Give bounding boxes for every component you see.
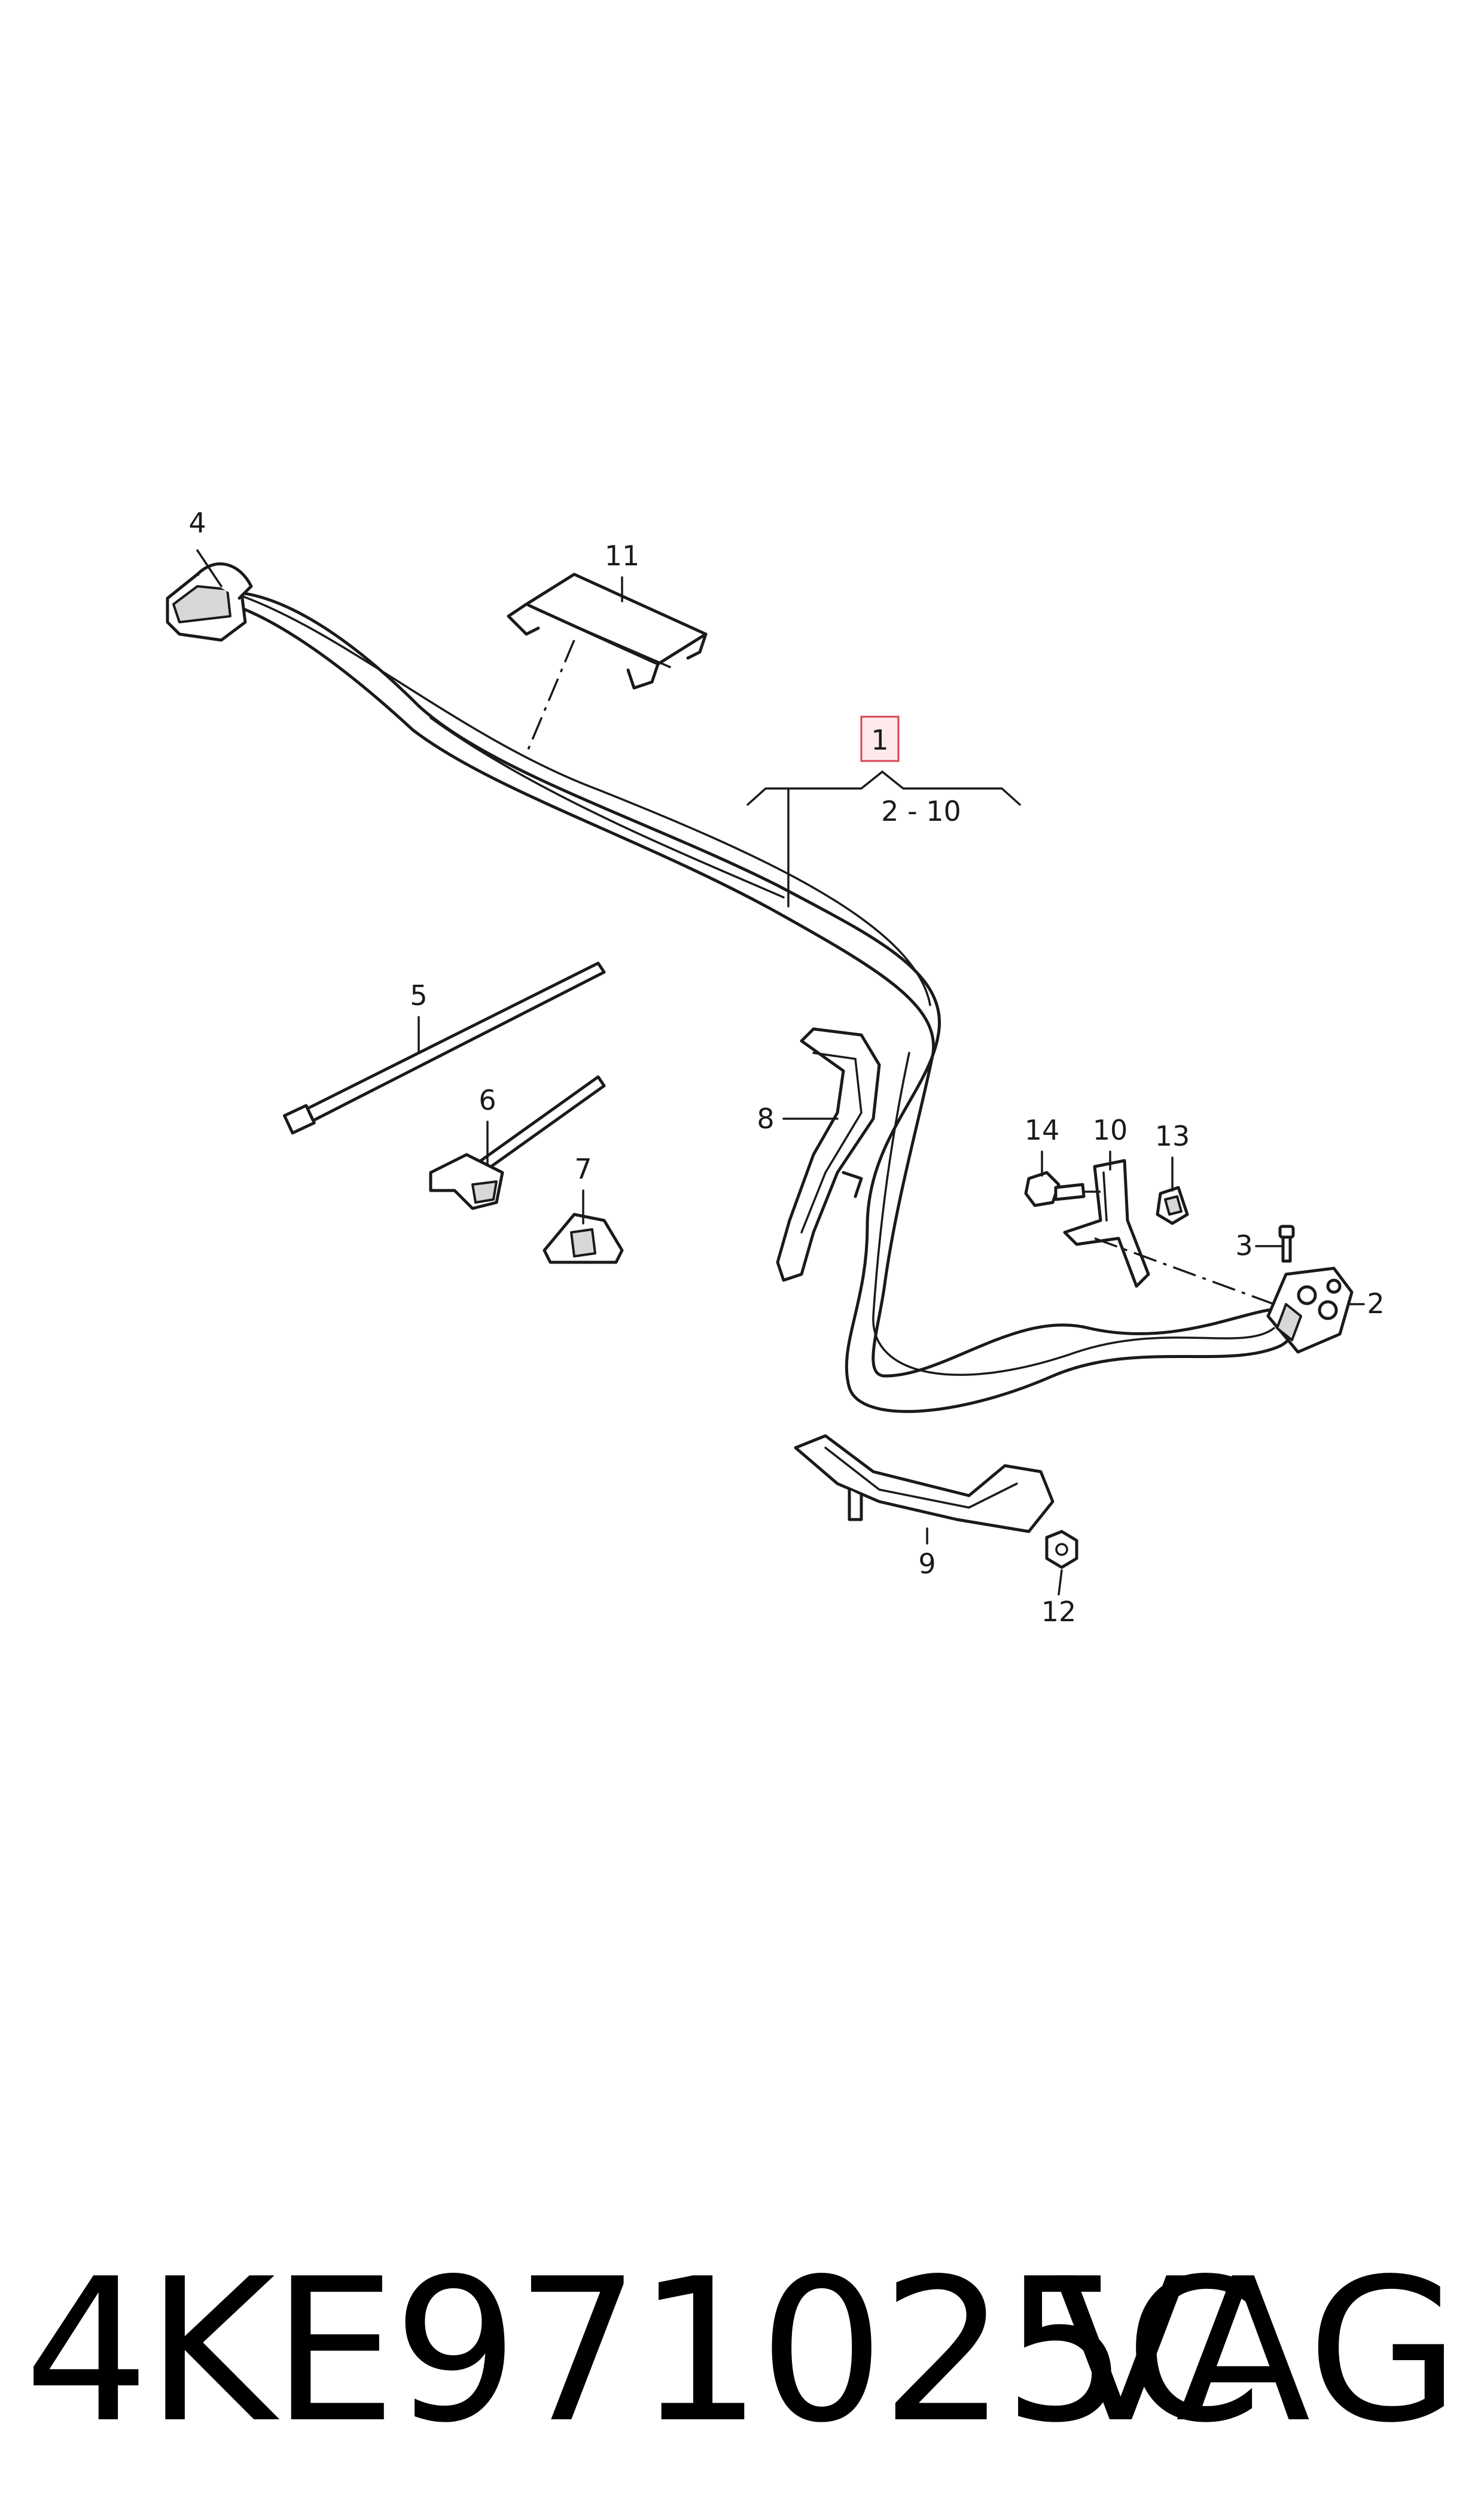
right-connector (1266, 1266, 1354, 1354)
end-connector (166, 562, 253, 642)
callout-1: 1 (871, 724, 888, 756)
callout-2: 2 (1367, 1287, 1384, 1320)
parts-diagram: 1 2 - 10 2 3 4 5 6 7 8 9 10 11 12 13 14 (166, 507, 1385, 1628)
callout-box (860, 715, 900, 762)
guide-lower (794, 1434, 1055, 1533)
cable-tie-clip (429, 1075, 606, 1210)
screw-small (1278, 1225, 1295, 1263)
bracket-side (1063, 1159, 1150, 1288)
part-number: 4KE971025C (24, 2236, 1263, 2466)
footer: 4KE971025C VAG (0, 2225, 1484, 2477)
callout-1-range: 2 - 10 (881, 795, 961, 827)
cable-tie (283, 961, 606, 1135)
bolt (1024, 1171, 1086, 1207)
guide-vertical (776, 1027, 881, 1282)
callout-8: 8 (757, 1103, 774, 1135)
nut (1045, 1530, 1078, 1569)
wiring-harness (196, 588, 1295, 1413)
callout-9: 9 (918, 1548, 936, 1580)
callout-7: 7 (574, 1153, 592, 1185)
callout-12: 12 (1041, 1596, 1077, 1628)
callout-labels: 1 2 - 10 2 3 4 5 6 7 8 9 10 11 12 13 14 (188, 507, 1384, 1628)
callout-11: 11 (605, 540, 640, 572)
brand-name: VAG (1053, 2236, 1460, 2466)
callout-10: 10 (1093, 1114, 1128, 1146)
bracket-top (507, 573, 708, 690)
callout-13: 13 (1155, 1120, 1190, 1152)
callout-14: 14 (1025, 1114, 1060, 1146)
callout-6: 6 (479, 1084, 496, 1116)
leader-lines (196, 549, 1365, 1596)
clip (1156, 1186, 1189, 1225)
callout-5: 5 (410, 979, 427, 1012)
holder (543, 1213, 624, 1264)
callout-3: 3 (1235, 1229, 1253, 1262)
callout-4: 4 (188, 507, 206, 539)
